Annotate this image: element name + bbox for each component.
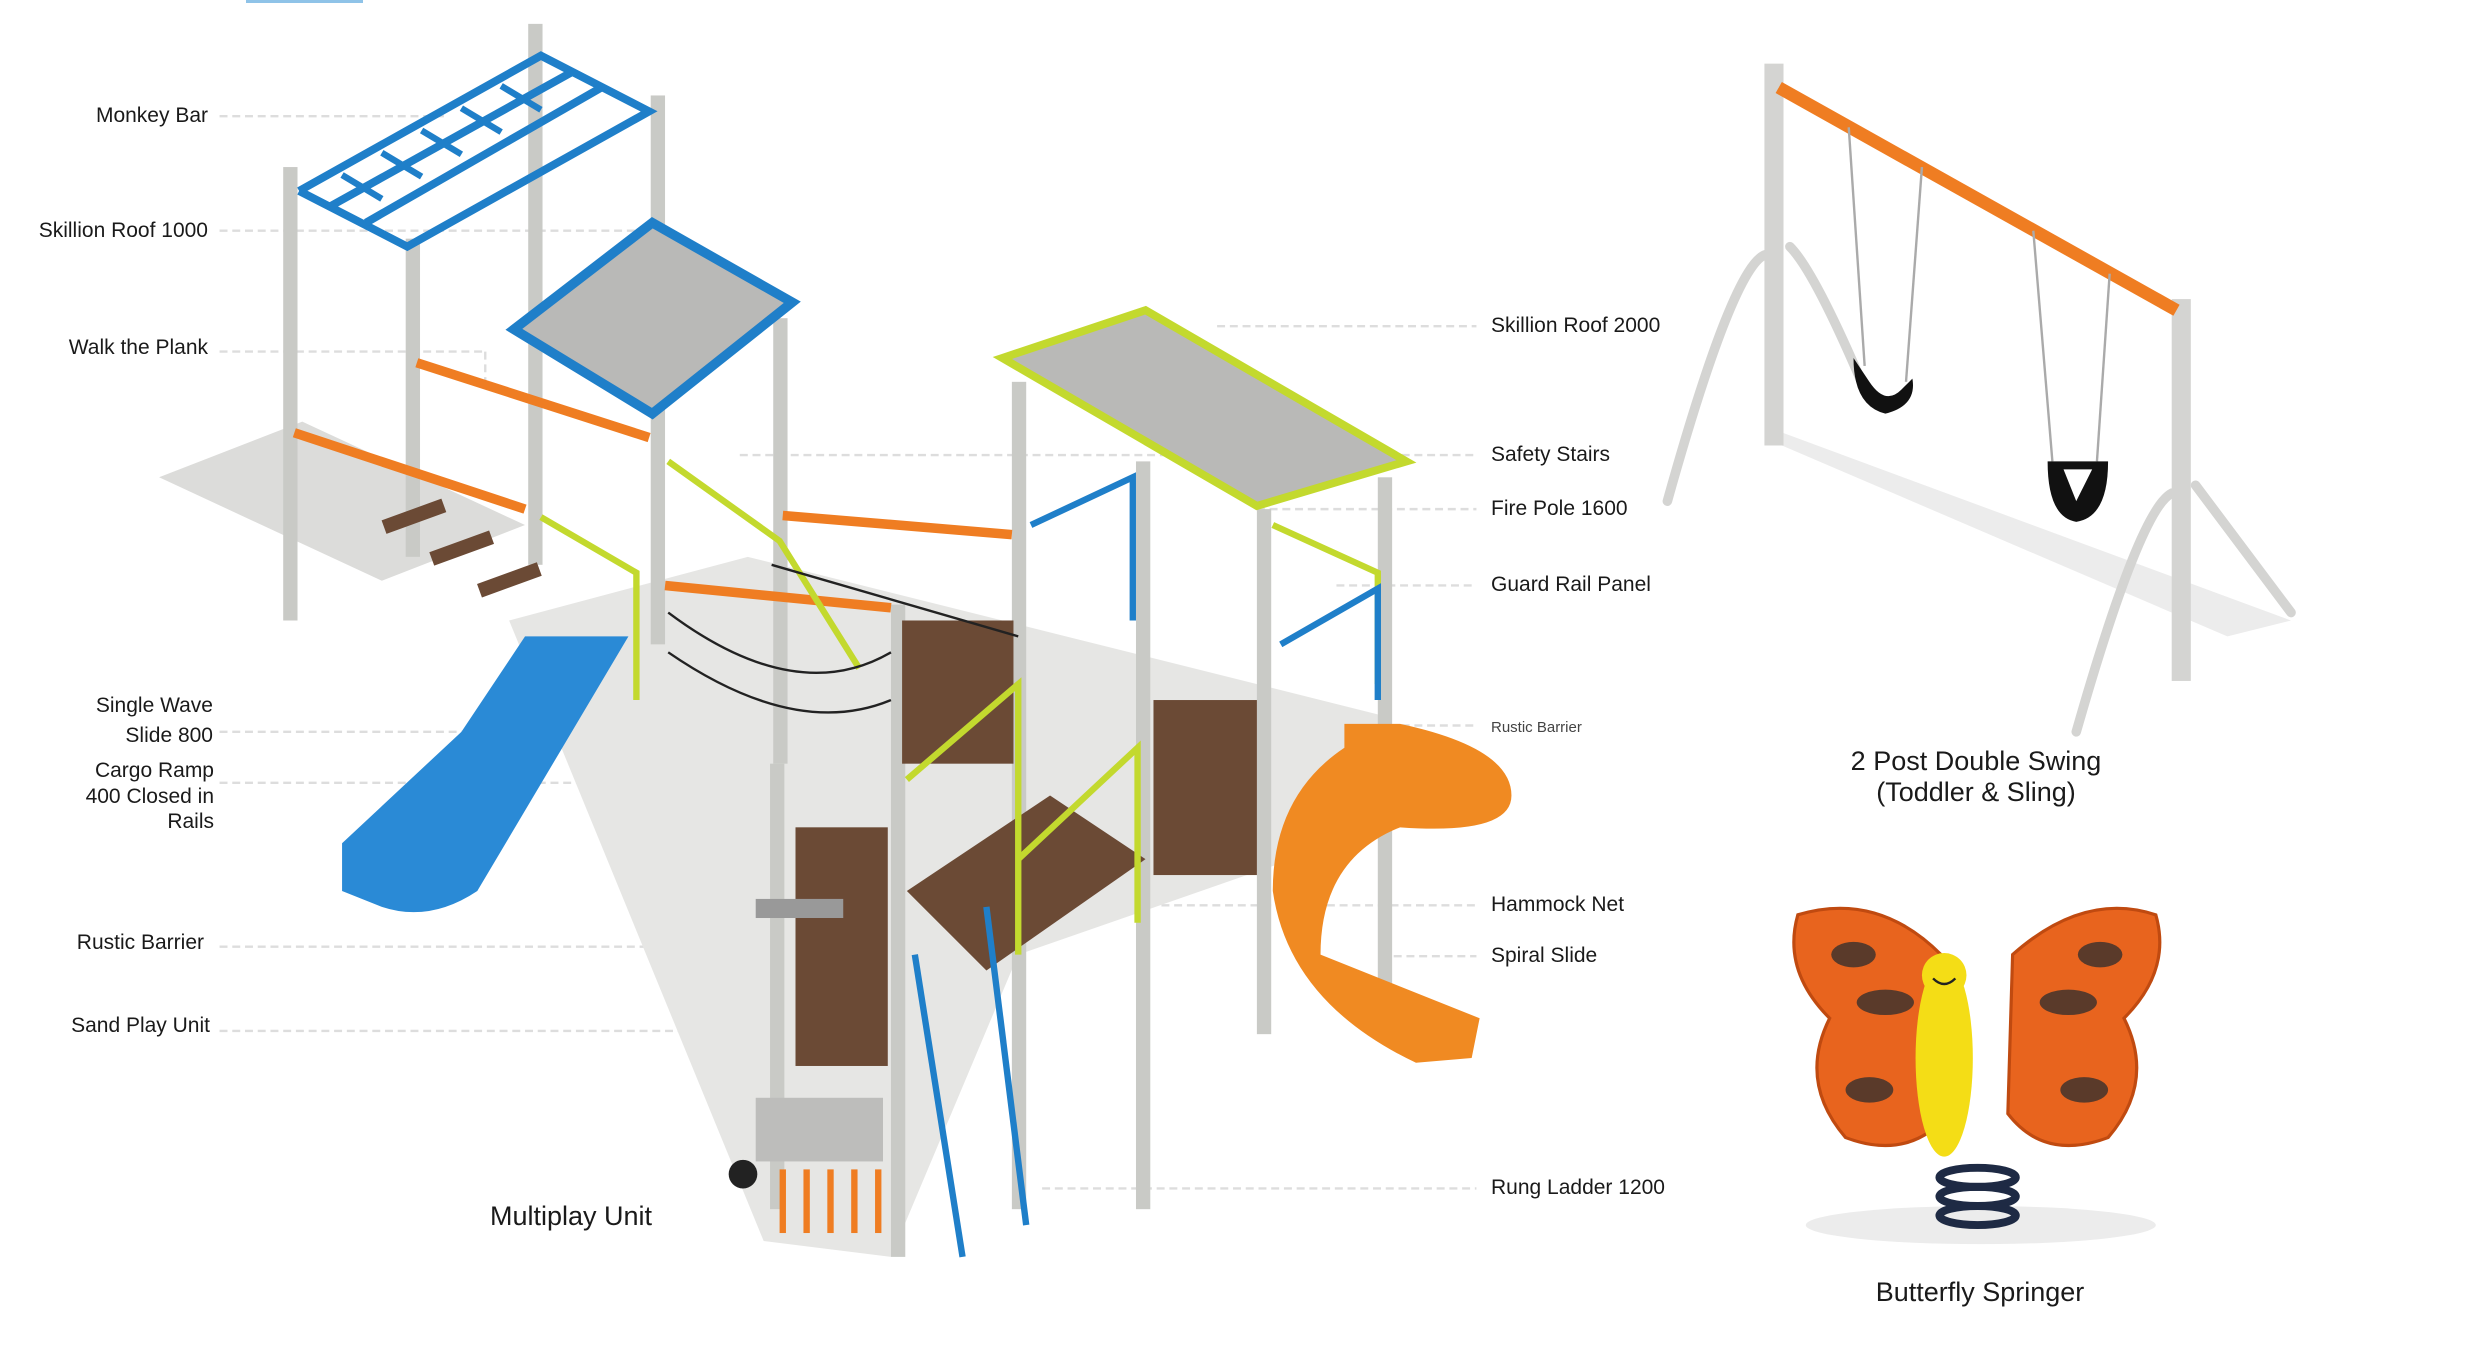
caption-swing-line1: 2 Post Double Swing [1850, 746, 2102, 776]
label-single-wave-slide-line1: Single Wave [95, 694, 213, 717]
label-spiral-slide: Spiral Slide [1491, 944, 1598, 967]
label-cargo-ramp-line1: Cargo Ramp [94, 759, 214, 782]
butterfly-springer-illustration [1792, 906, 2162, 1245]
label-walk-the-plank: Walk the Plank [68, 336, 208, 359]
double-swing-illustration [1662, 63, 2296, 737]
caption-butterfly-springer: Butterfly Springer [1875, 1277, 2085, 1307]
label-skillion-roof-2000: Skillion Roof 2000 [1491, 314, 1661, 337]
caption-multiplay-unit: Multiplay Unit [489, 1201, 653, 1231]
label-cargo-ramp-line2: 400 Closed in [85, 785, 214, 808]
label-monkey-bar: Monkey Bar [95, 104, 208, 127]
multiplay-unit-illustration [159, 23, 1512, 1258]
label-rustic-barrier-right: Rustic Barrier [1491, 719, 1582, 736]
label-hammock-net: Hammock Net [1491, 893, 1625, 916]
label-guard-rail-panel: Guard Rail Panel [1491, 573, 1651, 596]
label-skillion-roof-1000: Skillion Roof 1000 [38, 219, 208, 242]
label-sand-play-unit: Sand Play Unit [71, 1014, 210, 1037]
label-safety-stairs: Safety Stairs [1491, 443, 1611, 466]
label-fire-pole-1600: Fire Pole 1600 [1491, 497, 1628, 520]
label-rustic-barrier-left: Rustic Barrier [76, 931, 204, 954]
label-cargo-ramp-line3: Rails [167, 810, 214, 833]
top-accent-bar [246, 0, 363, 3]
label-rung-ladder-1200: Rung Ladder 1200 [1491, 1176, 1665, 1199]
label-single-wave-slide-line2: Slide 800 [125, 724, 213, 747]
caption-swing-line2: (Toddler & Sling) [1876, 777, 2076, 807]
